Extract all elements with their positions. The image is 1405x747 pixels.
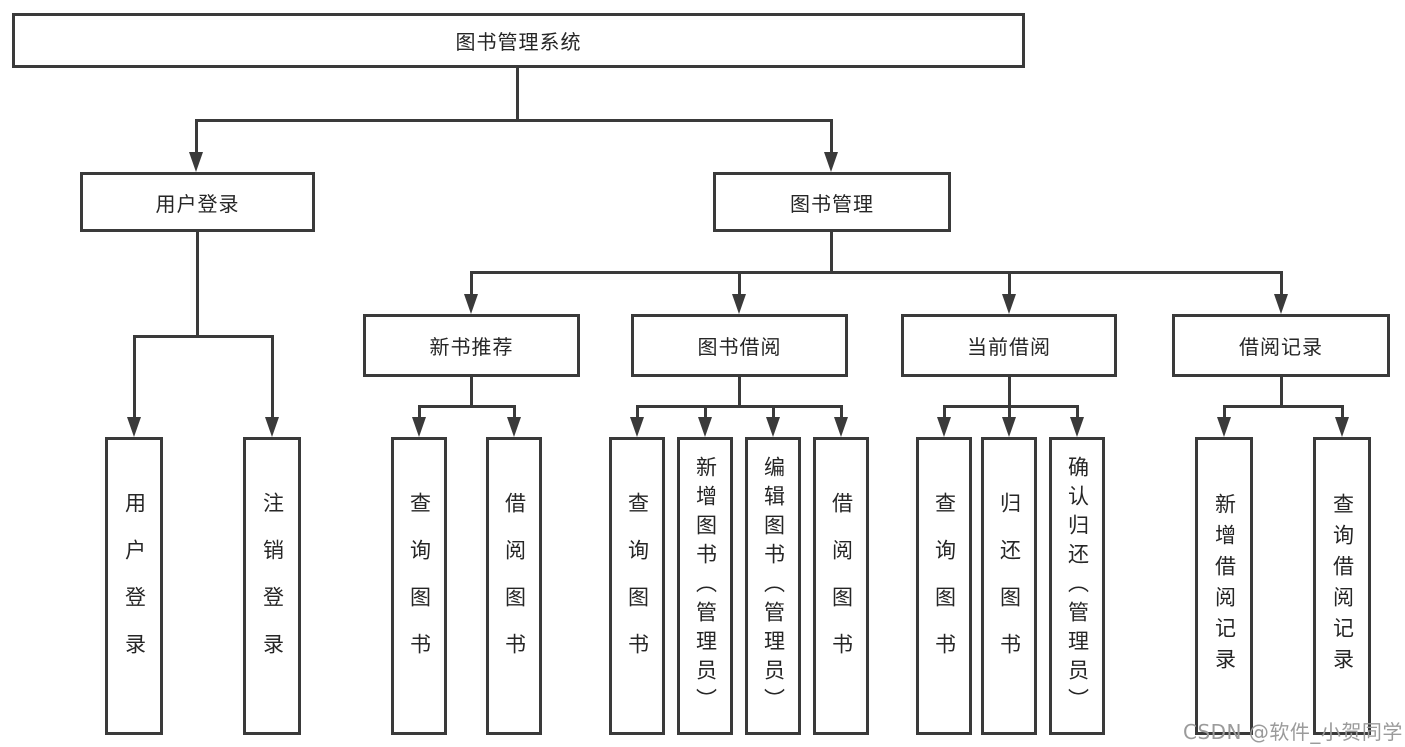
connector-line (513, 405, 516, 419)
connector-line (1223, 405, 1226, 419)
connector-line (772, 405, 775, 419)
connector-line (1341, 405, 1344, 419)
arrow-down-icon (834, 417, 848, 437)
connector-line (1280, 377, 1283, 408)
leaf-search-books-1-label: 查询图书 (407, 492, 432, 680)
connector-line (943, 405, 1079, 408)
connector-line (470, 377, 473, 408)
node-new-book-recommendation: 新书推荐 (363, 314, 580, 377)
arrow-down-icon (732, 294, 746, 314)
leaf-return-books: 归还图书 (981, 437, 1037, 735)
leaf-search-books-3-label: 查询图书 (932, 492, 957, 680)
leaf-edit-book-admin-label: 编辑图书（管理员） (761, 455, 786, 717)
connector-line (1008, 377, 1011, 408)
connector-line (271, 335, 274, 419)
arrow-down-icon (412, 417, 426, 437)
leaf-logout: 注销登录 (243, 437, 301, 735)
leaf-search-books-3: 查询图书 (916, 437, 972, 735)
connector-line (516, 68, 519, 122)
connector-line (195, 119, 198, 154)
arrow-down-icon (189, 152, 203, 172)
leaf-search-books-1: 查询图书 (391, 437, 447, 735)
connector-line (830, 119, 833, 154)
node-book-management: 图书管理 (713, 172, 951, 232)
node-library-system: 图书管理系统 (12, 13, 1025, 68)
leaf-add-borrow-record-label: 新增借阅记录 (1212, 493, 1237, 679)
leaf-user-login-label: 用户登录 (122, 492, 147, 680)
connector-line (830, 232, 833, 274)
leaf-add-book-admin: 新增图书（管理员） (677, 437, 733, 735)
arrow-down-icon (507, 417, 521, 437)
connector-line (738, 377, 741, 408)
arrow-down-icon (1002, 417, 1016, 437)
leaf-search-books-2-label: 查询图书 (625, 492, 650, 680)
connector-line (418, 405, 516, 408)
arrow-down-icon (1070, 417, 1084, 437)
leaf-borrow-books-1: 借阅图书 (486, 437, 542, 735)
arrow-down-icon (464, 294, 478, 314)
leaf-logout-label: 注销登录 (260, 492, 285, 680)
leaf-add-borrow-record: 新增借阅记录 (1195, 437, 1253, 735)
arrow-down-icon (766, 417, 780, 437)
leaf-search-books-2: 查询图书 (609, 437, 665, 735)
leaf-add-book-admin-label: 新增图书（管理员） (693, 455, 718, 717)
node-user-login: 用户登录 (80, 172, 315, 232)
leaf-confirm-return-admin-label: 确认归还（管理员） (1065, 455, 1090, 717)
node-current-borrowing: 当前借阅 (901, 314, 1117, 377)
arrow-down-icon (1274, 294, 1288, 314)
connector-line (840, 405, 843, 419)
arrow-down-icon (937, 417, 951, 437)
leaf-borrow-books-2: 借阅图书 (813, 437, 869, 735)
arrow-down-icon (127, 417, 141, 437)
node-borrowing-records: 借阅记录 (1172, 314, 1390, 377)
arrow-down-icon (1217, 417, 1231, 437)
connector-line (1008, 405, 1011, 419)
arrow-down-icon (630, 417, 644, 437)
connector-line (1223, 405, 1344, 408)
connector-line (470, 271, 473, 296)
leaf-search-borrow-record: 查询借阅记录 (1313, 437, 1371, 735)
connector-line (195, 119, 832, 122)
arrow-down-icon (1335, 417, 1349, 437)
arrow-down-icon (265, 417, 279, 437)
connector-line (418, 405, 421, 419)
connector-line (704, 405, 707, 419)
leaf-search-borrow-record-label: 查询借阅记录 (1330, 493, 1355, 679)
connector-line (636, 405, 639, 419)
connector-line (1008, 271, 1011, 296)
connector-line (1280, 271, 1283, 296)
connector-line (1076, 405, 1079, 419)
watermark: CSDN @软件_小贺同学 (1183, 720, 1403, 744)
leaf-confirm-return-admin: 确认归还（管理员） (1049, 437, 1105, 735)
node-book-borrowing: 图书借阅 (631, 314, 848, 377)
connector-line (196, 232, 199, 338)
connector-line (470, 271, 1282, 274)
connector-line (738, 271, 741, 296)
connector-line (636, 405, 843, 408)
leaf-user-login: 用户登录 (105, 437, 163, 735)
arrow-down-icon (698, 417, 712, 437)
leaf-borrow-books-1-label: 借阅图书 (502, 492, 527, 680)
connector-line (943, 405, 946, 419)
leaf-edit-book-admin: 编辑图书（管理员） (745, 437, 801, 735)
connector-line (133, 335, 136, 419)
connector-line (133, 335, 274, 338)
arrow-down-icon (1002, 294, 1016, 314)
arrow-down-icon (824, 152, 838, 172)
leaf-borrow-books-2-label: 借阅图书 (829, 492, 854, 680)
leaf-return-books-label: 归还图书 (997, 492, 1022, 680)
